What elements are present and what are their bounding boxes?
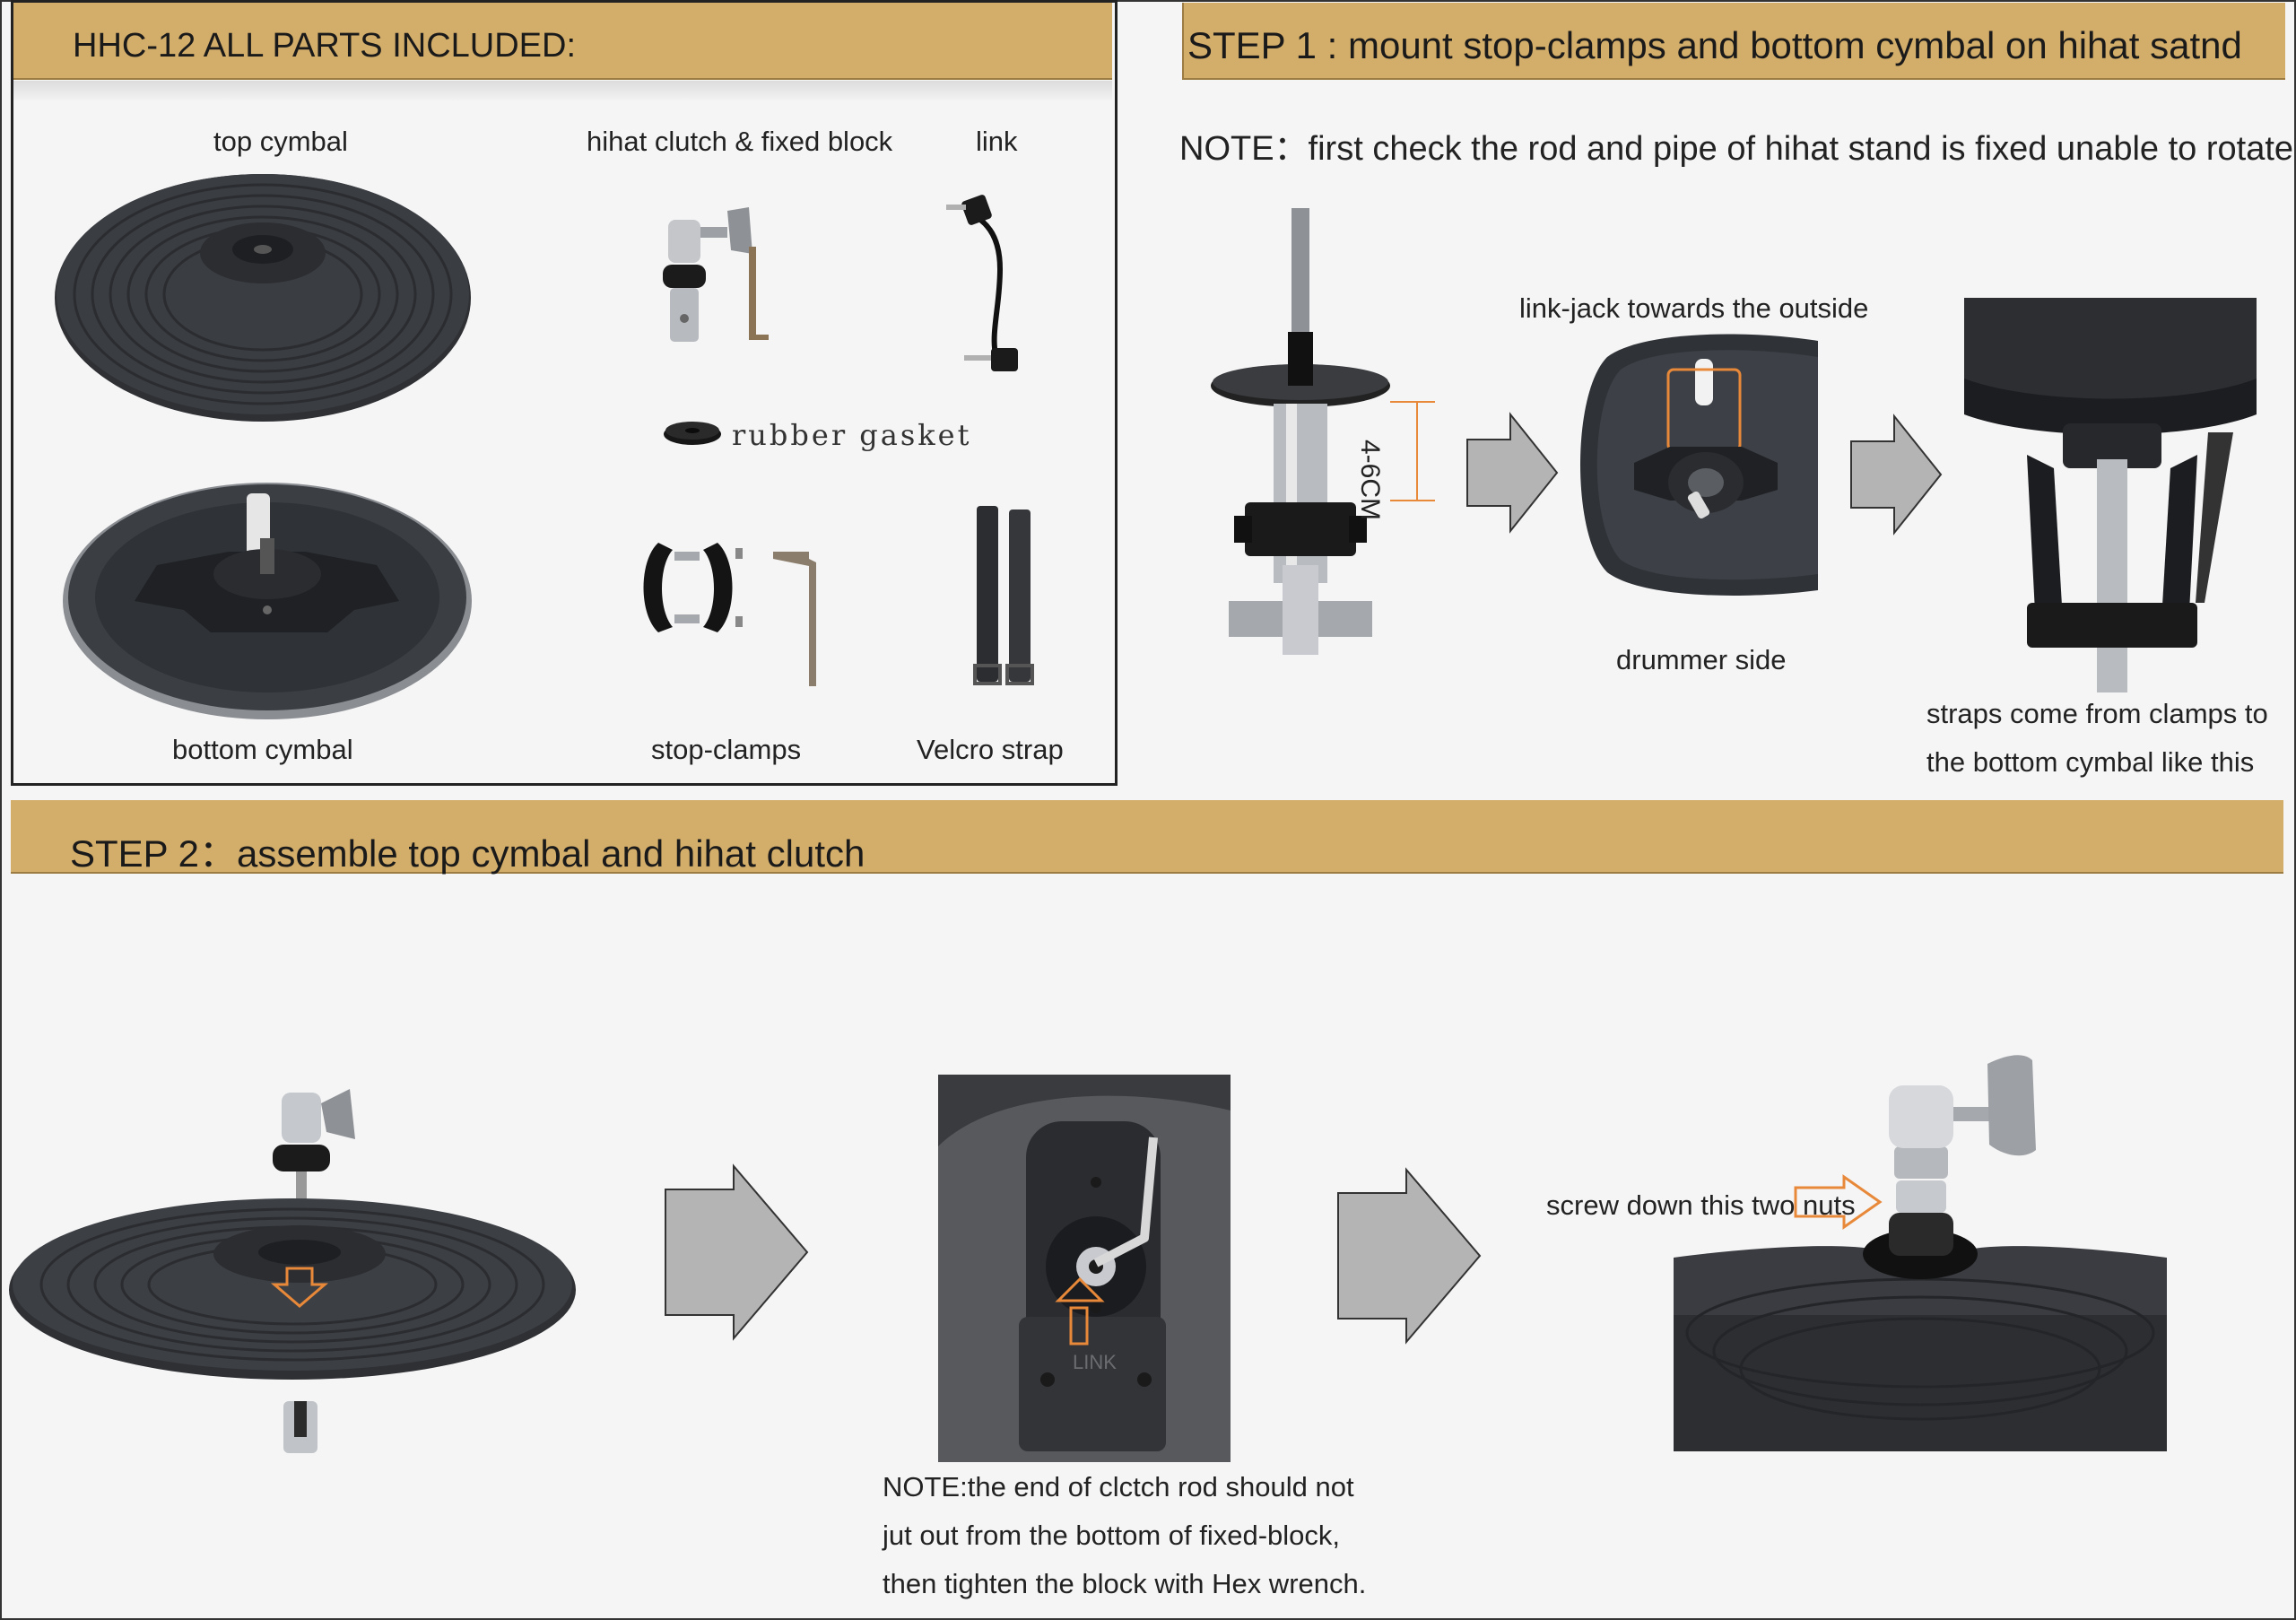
parts-header-shadow	[13, 81, 1112, 102]
label-bottom-cymbal: bottom cymbal	[172, 734, 353, 765]
hihat-stand-image	[1211, 208, 1435, 655]
step1-note: NOTE：first check the rod and pipe of hih…	[1179, 130, 2294, 168]
step2-note-line3: then tighten the block with Hex wrench.	[883, 1568, 1367, 1599]
step1-arrow-2	[1850, 414, 1943, 536]
label-stop-clamps: stop-clamps	[651, 734, 802, 765]
label-velcro-strap: Velcro strap	[917, 734, 1064, 765]
label-top-cymbal: top cymbal	[213, 126, 348, 157]
step2-title: STEP 2：assemble top cymbal and hihat clu…	[70, 832, 865, 875]
drummer-side-label: drummer side	[1616, 644, 1787, 675]
fixed-block-photo-image: LINK	[938, 1075, 1231, 1462]
stop-clamps-image	[643, 543, 816, 686]
step2-arrow-2	[1337, 1167, 1482, 1345]
straps-label-line1: straps come from clamps to	[1926, 698, 2268, 729]
step1-header: STEP 1 : mount stop-clamps and bottom cy…	[1182, 3, 2285, 80]
bottom-cymbal-image	[63, 483, 472, 719]
step2-header: STEP 2：assemble top cymbal and hihat clu…	[11, 800, 2283, 875]
straps-photo-image	[1964, 298, 2257, 692]
parts-header: HHC-12 ALL PARTS INCLUDED:	[13, 3, 1112, 80]
cymbal-underside-image	[1580, 334, 1818, 596]
step1-arrow-1	[1466, 412, 1559, 534]
velcro-strap-image	[973, 506, 1034, 685]
step2-note-line1: NOTE:the end of clctch rod should not	[883, 1471, 1354, 1502]
parts-title: HHC-12 ALL PARTS INCLUDED:	[73, 27, 577, 65]
screw-arrow-icon	[1794, 1174, 1883, 1230]
top-cymbal-image	[55, 174, 471, 422]
rubber-gasket-image	[664, 422, 721, 445]
link-jack-label: link-jack towards the outside	[1519, 292, 1869, 324]
clutch-image	[663, 207, 769, 342]
top-cymbal-clutch-image	[9, 1089, 576, 1453]
label-link: link	[976, 126, 1018, 157]
label-clutch: hihat clutch & fixed block	[587, 126, 893, 157]
screw-down-photo-image	[1674, 1055, 2167, 1451]
straps-label-line2: the bottom cymbal like this	[1926, 746, 2255, 778]
screw-down-label: screw down this two nuts	[1546, 1189, 1856, 1221]
link-cable-image	[946, 195, 1018, 371]
fixed-block-plate-text: LINK	[1073, 1351, 1117, 1373]
step1-title: STEP 1 : mount stop-clamps and bottom cy…	[1187, 24, 2242, 66]
measure-label: 4-6CM	[1355, 440, 1385, 521]
step2-arrow-1	[665, 1163, 809, 1341]
step2-note-line2: jut out from the bottom of fixed-block,	[883, 1520, 1341, 1551]
label-rubber-gasket: rubber gasket	[732, 418, 972, 452]
